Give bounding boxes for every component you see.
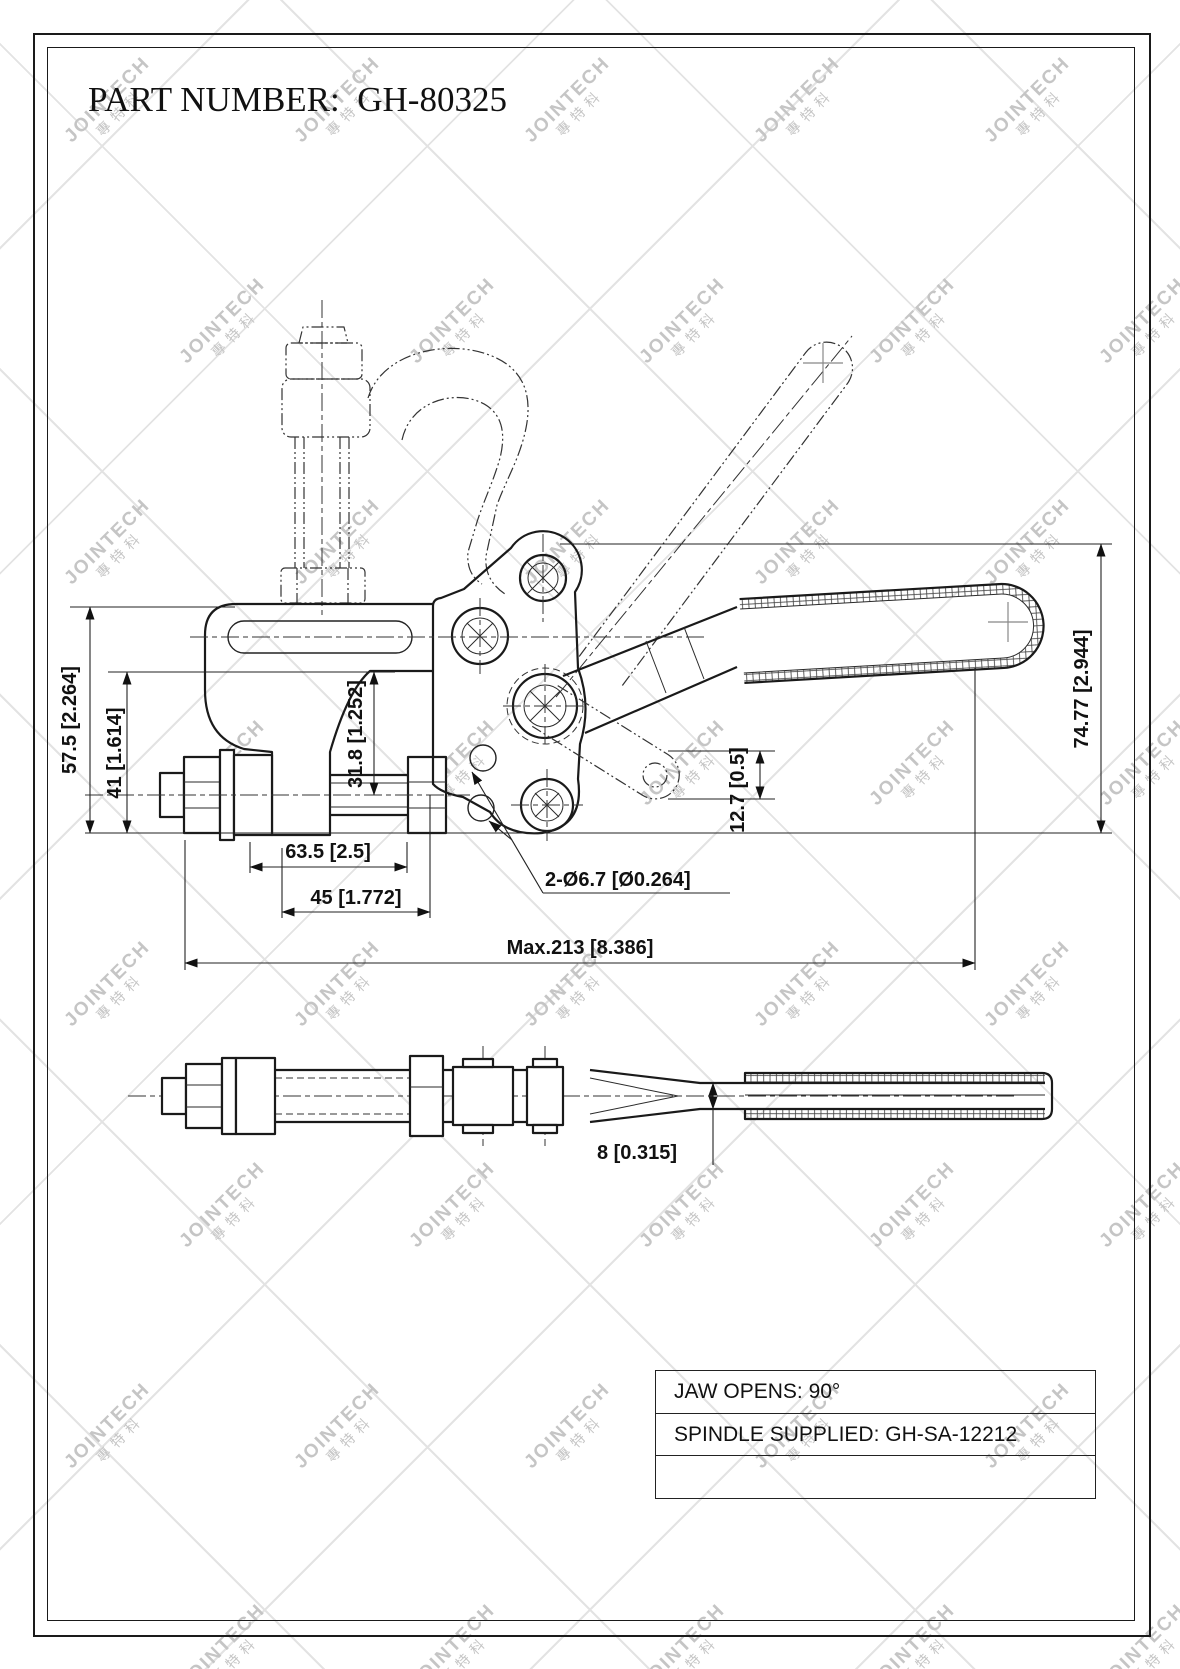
dim-total-height: 57.5 [2.264] — [59, 666, 81, 774]
dim-link-thickness: 12.7 [0.5] — [727, 747, 749, 833]
handle-grip — [739, 582, 1045, 685]
dim-open-length: 45 [1.772] — [310, 887, 401, 909]
dim-slot-height: 31.8 [1.252] — [345, 680, 367, 788]
dim-handle-height: 74.77 [2.944] — [1071, 630, 1093, 749]
base-plate — [431, 530, 587, 835]
dim-max-length: Max.213 [8.386] — [507, 937, 654, 959]
phantom-handle-open — [555, 335, 854, 698]
dim-arm-height: 41 [1.614] — [104, 707, 126, 798]
dim-spindle-length: 63.5 [2.5] — [285, 841, 371, 863]
centerlines — [85, 534, 705, 841]
phantom-link — [531, 685, 680, 800]
bottom-view — [128, 1046, 1054, 1146]
spec-table: JAW OPENS: 90° SPINDLE SUPPLIED: GH-SA-1… — [655, 1370, 1096, 1499]
dimensions: 57.5 [2.264] 41 [1.614] 31.8 [1.252] 63.… — [59, 543, 1112, 1165]
main-view — [85, 300, 1045, 842]
spec-row-jaw-opens: JAW OPENS: 90° — [656, 1371, 1095, 1414]
dim-hole-note: 2-Ø6.7 [Ø0.264] — [545, 869, 691, 891]
page-title: PART NUMBER: GH-80325 — [88, 80, 507, 119]
spec-row-empty — [656, 1456, 1095, 1498]
phantom-open-arm — [280, 300, 529, 615]
handle — [562, 582, 1045, 735]
handle-grip-bottom — [743, 1071, 1054, 1121]
dim-bar-thickness: 8 [0.315] — [597, 1142, 677, 1164]
spec-row-spindle-supplied: SPINDLE SUPPLIED: GH-SA-12212 — [656, 1414, 1095, 1457]
